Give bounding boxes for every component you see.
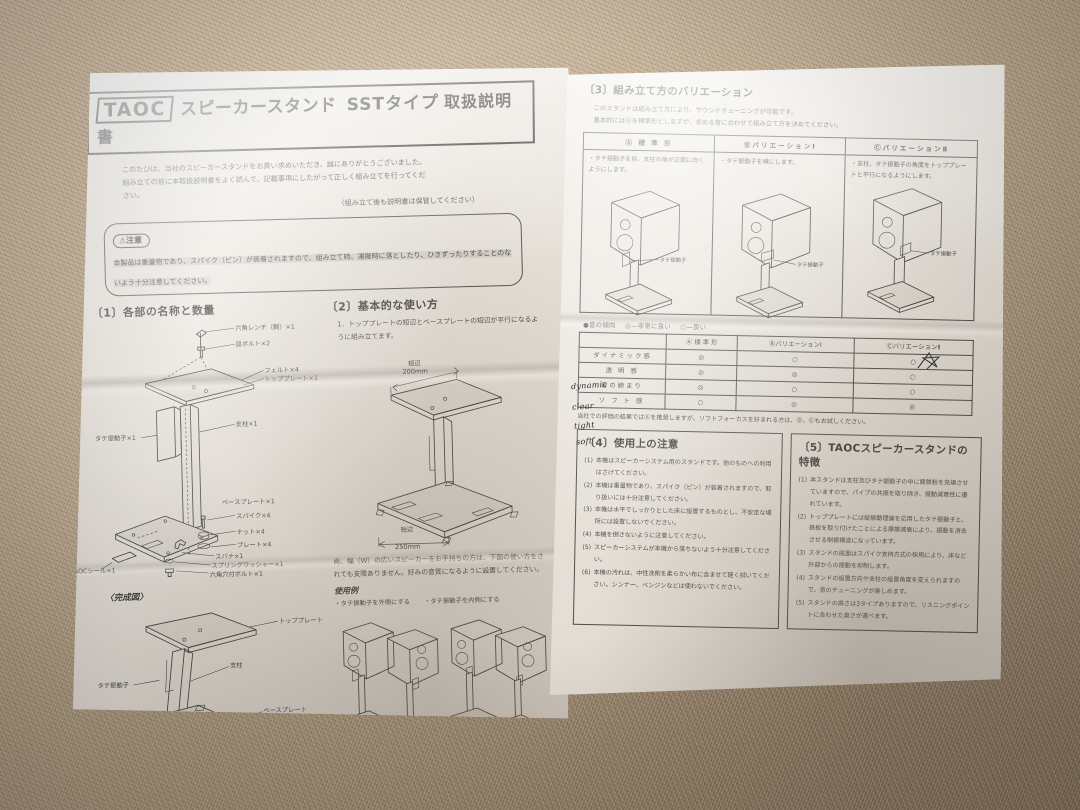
- section4-box: 〔4〕使用上の注意 (1)本機はスピーカーシステム用のスタンドです。他のものへの…: [573, 429, 784, 630]
- right-manual-page: 〔3〕組み立て方のバリエーション このスタンドは組み立て方により、サウンドチュー…: [545, 55, 1013, 704]
- part-label-hex-socket-bolt: 六角穴付ボルト×1: [209, 570, 264, 579]
- assembly-usage-diagram: 短辺 200mm 短辺 250mm: [328, 343, 548, 554]
- section2-heading: 〔2〕基本的な使い方: [326, 297, 439, 314]
- part-label-nut: ナット×4: [236, 528, 265, 537]
- caution-box: ⚠注意 本製品は重量物であり、スパイク（ピン）が装着されますので、組み立て時、運…: [103, 213, 523, 296]
- part-label-flat-bolt: 皿ボルト×2: [235, 340, 271, 349]
- variation-cell-c: ・支柱、タテ振動子の角度をトッププレートと平行になるようにします。: [842, 155, 977, 321]
- completed-label-top-plate: トッププレート: [278, 616, 324, 625]
- list-item: (4)スタンドの設置方向や支柱の設置角度を変えられますので、音のチューニングが楽…: [796, 574, 961, 596]
- variation-note-a: ・タテ振動子を前、支柱の角が正面に向くようにします。: [588, 154, 705, 174]
- dim-top-label: 短辺: [408, 360, 421, 368]
- variation-diagram-c: [848, 181, 970, 303]
- section3-heading: 〔3〕組み立て方のバリエーション: [583, 83, 754, 100]
- usage-examples-block: 使用例 ・タテ振動子を外側にする ・タテ振動子を内側にする: [334, 580, 554, 736]
- completed-label-base-plate: ベースプレート: [263, 706, 308, 715]
- variation-cell-a: ・タテ振動子を前、支柱の角が正面に向くようにします。: [580, 149, 715, 315]
- section4-heading: 〔4〕使用上の注意: [584, 436, 679, 451]
- sound-value-dynamic-a: ◎: [666, 349, 737, 365]
- section5-box: 〔5〕TAOCスピーカースタンドの特徴 (1)本スタンドは支柱及びタテ振動子の中…: [787, 433, 982, 633]
- list-item: (1)本機はスピーカーシステム用のスタンドです。他のものへの利用はさけてください…: [584, 456, 772, 478]
- completed-label-column: 支柱: [229, 661, 243, 670]
- list-item: (3)スタンドの底面はスパイク支持方式の採用により、床など外部からの振動を抑制し…: [796, 549, 967, 571]
- section5-heading: 〔5〕TAOCスピーカースタンドの特徴: [798, 441, 969, 469]
- variation-cell-b: ・タテ振動子を横にします。: [711, 152, 845, 318]
- list-item: (6)本機の汚れは、中性洗剤を柔らかい布に含ませて軽く拭いてください。シンナー、…: [581, 568, 770, 592]
- list-item: (2)本機は重量物であり、スパイク（ピン）が装着されますので、取り扱いには十分注…: [583, 481, 772, 503]
- taoc-logo: TAOC: [95, 96, 174, 124]
- variation-diagram-b: [717, 179, 840, 313]
- handwritten-clear: clear: [571, 401, 595, 412]
- sound-value-tightness-a: ◎: [665, 379, 736, 395]
- list-item: (2)トッププレートには縦振動理論を応用したタテ振動子と、鉄板を取り付けたことに…: [797, 513, 968, 546]
- part-label-support-column: 支柱×1: [235, 420, 258, 429]
- handwritten-scribble: [917, 351, 941, 370]
- part-label-tate-vibrator: タテ振動子×1: [94, 434, 136, 443]
- part-label-hex-wrench: 六角レンチ（鋼）×1: [235, 323, 295, 333]
- list-item: (1)本スタンドは支柱及びタテ振動子の中に鋳鉄粉を充填させていますので、パイプの…: [798, 476, 969, 509]
- sound-value-softness-b: ◎: [736, 396, 853, 413]
- sound-value-softness-a: ○: [665, 394, 736, 410]
- section3-intro-line1: このスタンドは組み立て方により、サウンドチューニングが可能です。: [593, 104, 798, 117]
- part-label-plate: プレート×4: [236, 541, 272, 550]
- handwritten-tight: tight: [573, 420, 596, 431]
- variation-table: Ⓐ 標 準 形 ⒷバリエーションⅠ ⒸバリエーションⅡ ・タテ振動子を前、支柱の…: [579, 132, 978, 321]
- dim-base-value: 250mm: [394, 542, 421, 551]
- part-label-top-plate: トッププレート×1: [264, 375, 319, 384]
- intro-line-3: さい。: [122, 190, 145, 201]
- model-title: SSTタイプ: [346, 92, 440, 116]
- caution-text: 本製品は重量物であり、スパイク（ピン）が装着されますので、組み立て時、運搬時に落…: [113, 249, 512, 288]
- variation-note-b: ・タテ振動子を横にします。: [719, 157, 799, 167]
- section2-note: 尚、幅（W）の広いスピーカーをお手持ちの方は、下図の使い方をされても支障ありませ…: [333, 551, 545, 579]
- list-item: (5)スピーカーシステムが本機から落ちないよう十分注意してください。: [582, 544, 771, 564]
- product-title: スピーカースタンド: [179, 95, 337, 120]
- dim-top-value: 200mm: [402, 366, 428, 376]
- list-item: (5)スタンドの高さは3タイプありますので、リスニングポイントに合わせた高さが選…: [795, 599, 970, 620]
- caution-tag: ⚠注意: [113, 234, 151, 249]
- intro-line-4: （組み立て後も説明書は保管してください）: [337, 195, 480, 208]
- section3-intro: このスタンドは組み立て方により、サウンドチューニングが可能です。 基本的にはⒶを…: [593, 102, 988, 135]
- completed-label-vibrator: タテ振動子: [97, 681, 130, 690]
- sound-value-clarity-a: ◎: [665, 364, 736, 380]
- section3-intro-line2: 基本的にはⒶを標準形としますが、求める音に合わせて組み立て方を決めてください。: [593, 116, 843, 130]
- dim-base-label: 短辺: [400, 526, 414, 534]
- section4-list: (1)本機はスピーカーシステム用のスタンドです。他のものへの利用はさけてください…: [582, 455, 775, 595]
- part-label-base-plate: ベースプレート×1: [221, 498, 275, 507]
- variation-diagram-a: [585, 176, 708, 310]
- handwritten-soft: soft: [575, 436, 593, 447]
- variation-a-diagram-label: タテ振動子: [659, 257, 687, 264]
- sound-col-a: Ⓐ 標 準 形: [666, 334, 737, 350]
- variation-c-diagram-label: タテ振動子: [929, 251, 958, 258]
- sound-value-softness-c: ◎: [852, 398, 972, 415]
- sound-legend-item-1: ◎—非常に良い: [624, 321, 672, 331]
- intro-paragraph: このたびは、当社のスピーカースタンドをお買い求めいただき、誠にありがとうございま…: [122, 153, 493, 215]
- exploded-parts-diagram: 六角レンチ（鋼）×1 皿ボルト×2 フェルト×4 トッププレート×1 タテ振動子…: [92, 317, 324, 578]
- section2-step1: 1．トッププレートの短辺とベースプレートの短辺が平行になるように組み立てます。: [337, 315, 539, 342]
- variation-note-c: ・支柱、タテ振動子の角度をトッププレートと平行になるようにします。: [850, 160, 967, 181]
- sound-legend-item-2: ○—良い: [680, 322, 707, 332]
- part-label-taoc-seal: TAOCシール×1: [70, 567, 116, 576]
- section5-list: (1)本スタンドは支柱及びタテ振動子の中に鋳鉄粉を充填させていますので、パイプの…: [795, 474, 973, 624]
- list-item: (3)本機は水平でしっかりとした床に設置するものとし、不安定な場所には設置しない…: [583, 506, 772, 528]
- variation-b-diagram-label: タテ振動子: [796, 262, 824, 269]
- part-label-spike: スパイク×4: [236, 512, 271, 521]
- sound-legend-title: ●音の傾向: [583, 320, 616, 330]
